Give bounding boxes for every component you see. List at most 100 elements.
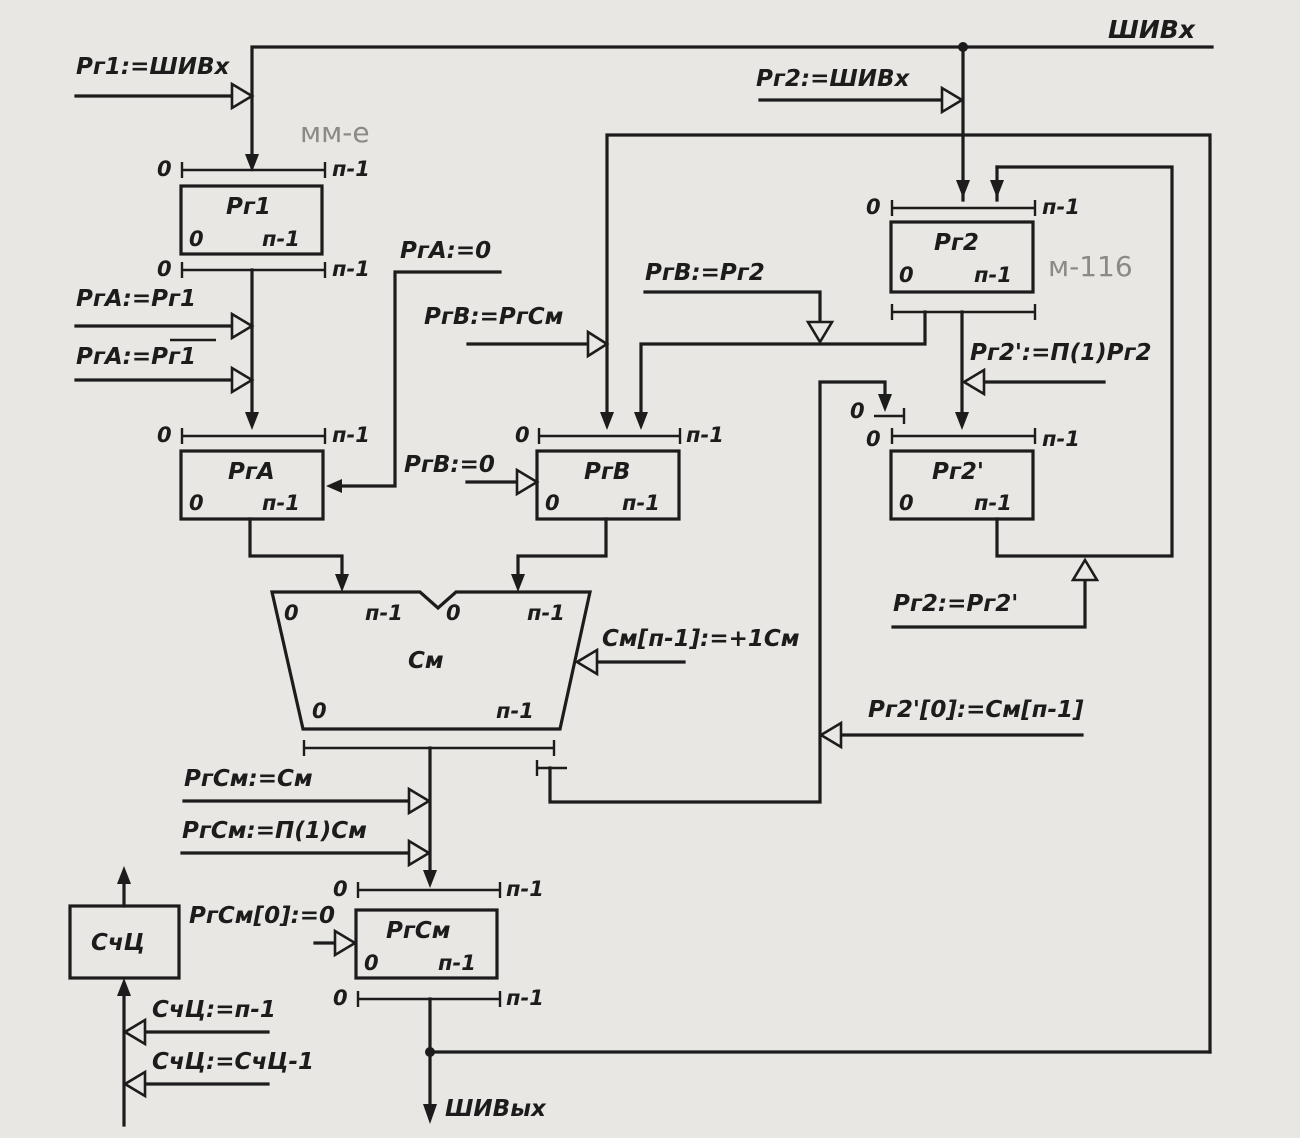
pr2-bit-lo: 0 xyxy=(899,263,914,287)
prb-prsm-strobe xyxy=(586,329,610,359)
signal-pra-pr1: РгА:=Рг1 xyxy=(76,286,196,312)
pr2p-bit-lo: 0 xyxy=(899,491,914,515)
bus-in-label: ШИВх xyxy=(1108,15,1196,44)
counter-cnt xyxy=(68,904,181,980)
pra-negpr1-strobe xyxy=(230,365,255,395)
sm-title: См xyxy=(408,648,444,674)
handwritten-note-2: м-116 xyxy=(1048,250,1133,283)
prb-to-sm-line xyxy=(516,517,608,584)
signal-cnt-dec: СчЦ:=СчЦ-1 xyxy=(152,1049,314,1075)
prsm-bot-hi: п-1 xyxy=(506,986,544,1010)
pr2-title: Рг2 xyxy=(934,230,979,256)
pra-pr1-strobe xyxy=(230,311,255,341)
pr2-top-hi: п-1 xyxy=(1042,195,1080,219)
register-pra xyxy=(179,428,327,521)
signal-pr2-pr2p: Рг2:=Рг2' xyxy=(893,591,1018,617)
sm-inc-strobe xyxy=(574,647,599,677)
prb-pr2-line xyxy=(643,290,822,322)
prsm-bit-lo: 0 xyxy=(364,951,379,975)
pr1-bit-hi: п-1 xyxy=(262,227,300,251)
pr2-top-lo: 0 xyxy=(866,195,881,219)
bus-in-lines xyxy=(245,42,1214,202)
pr2p-title: Рг2' xyxy=(932,459,984,485)
carry-path-line xyxy=(548,380,887,804)
pra-zero-line xyxy=(336,270,502,488)
signal-pr2p0-sm: Рг2'[0]:=См[п-1] xyxy=(868,697,1084,723)
pr2p-bit0-label: 0 xyxy=(850,399,865,423)
prsm-top-lo: 0 xyxy=(333,877,348,901)
feedback-prsm-line xyxy=(605,133,1212,1054)
prsm0-zero-strobe xyxy=(333,928,358,958)
pr1-top-hi: п-1 xyxy=(332,157,370,181)
pr2p-top-hi: п-1 xyxy=(1042,427,1080,451)
signal-prb-zero: РгВ:=0 xyxy=(404,452,495,478)
signal-prsm-sm: РгСм:=См xyxy=(184,766,313,792)
register-pr1 xyxy=(179,162,327,278)
handwritten-note-1: мм-е xyxy=(300,116,370,149)
signal-prsm-shift: РгСм:=П(1)См xyxy=(182,818,367,844)
signal-pra-neg: РгА:=Рг1 xyxy=(76,344,196,370)
prsm-shift-strobe xyxy=(407,838,432,868)
pr2p-to-pr2-loop xyxy=(995,165,1174,558)
pr2-bit-hi: п-1 xyxy=(974,263,1012,287)
cnt-title: СчЦ xyxy=(91,930,145,956)
register-prb xyxy=(535,428,682,521)
sm-output-bus xyxy=(302,740,567,776)
prb-pr2-strobe xyxy=(805,320,835,345)
pr1-bit-lo: 0 xyxy=(189,227,204,251)
pr2-load-strobe xyxy=(940,85,965,115)
signal-pra-zero: РгА:=0 xyxy=(400,238,491,264)
signal-prb-prsm: РгВ:=РгСм xyxy=(424,304,564,330)
prsm-sm-strobe xyxy=(407,786,432,816)
signal-pr1-load: Рг1:=ШИВх xyxy=(76,54,231,80)
pr2-pr2p-line xyxy=(891,580,1087,629)
register-prsm xyxy=(354,882,502,1007)
pra-bit-hi: п-1 xyxy=(262,491,300,515)
signal-prsm0-zero: РгСм[0]:=0 xyxy=(189,903,335,929)
prb-title: РгВ xyxy=(584,459,630,485)
register-pr2 xyxy=(889,200,1037,320)
signal-pr2p-shift: Рг2':=П(1)Рг2 xyxy=(970,340,1152,366)
pr1-top-lo: 0 xyxy=(157,157,172,181)
signal-pra-neg-operand: Рг1 xyxy=(151,344,196,370)
pr1-bot-hi: п-1 xyxy=(332,257,370,281)
pr1-title: Рг1 xyxy=(226,194,271,220)
pra-title: РгА xyxy=(228,459,275,485)
signal-pra-neg-prefix: РгА:= xyxy=(76,344,151,370)
pr2p-top-lo: 0 xyxy=(866,427,881,451)
pr2p0-sm-strobe xyxy=(818,720,843,750)
pra-to-sm-line xyxy=(248,517,344,584)
pr2-pr2p-strobe xyxy=(1070,557,1100,582)
prb-bit-hi: п-1 xyxy=(622,491,660,515)
signal-prb-pr2: РгВ:=Рг2 xyxy=(645,260,765,286)
prsm-top-hi: п-1 xyxy=(506,877,544,901)
pr1-load-strobe xyxy=(230,81,255,111)
prb-top-lo: 0 xyxy=(515,423,530,447)
pr1-bot-lo: 0 xyxy=(157,257,172,281)
pr2p-bit-hi: п-1 xyxy=(974,491,1012,515)
prb-bit-lo: 0 xyxy=(545,491,560,515)
sm-in2-hi: п-1 xyxy=(527,601,565,625)
bus-out-label: ШИВых xyxy=(445,1096,547,1122)
cnt-load-strobe xyxy=(122,1017,147,1047)
cnt-dec-strobe xyxy=(122,1069,147,1099)
signal-sm-inc: См[п-1]:=+1См xyxy=(602,626,800,652)
prsm-feedback-line xyxy=(428,997,1212,1054)
signal-cnt-load: СчЦ:=п-1 xyxy=(152,997,276,1023)
signal-pr2-load: Рг2:=ШИВх xyxy=(756,66,911,92)
sm-in1-lo: 0 xyxy=(284,601,299,625)
pr2p-shift-strobe xyxy=(961,367,986,397)
sm-in2-lo: 0 xyxy=(446,601,461,625)
prsm-bit-hi: п-1 xyxy=(438,951,476,975)
pra-top-lo: 0 xyxy=(157,423,172,447)
pra-top-hi: п-1 xyxy=(332,423,370,447)
prb-top-hi: п-1 xyxy=(686,423,724,447)
pr2-to-prb-line xyxy=(639,310,927,417)
prsm-title: РгСм xyxy=(386,918,451,944)
prsm-bot-lo: 0 xyxy=(333,986,348,1010)
pra-bit-lo: 0 xyxy=(189,491,204,515)
sm-in1-hi: п-1 xyxy=(365,601,403,625)
sm-out-hi: п-1 xyxy=(496,699,534,723)
sm-out-lo: 0 xyxy=(312,699,327,723)
